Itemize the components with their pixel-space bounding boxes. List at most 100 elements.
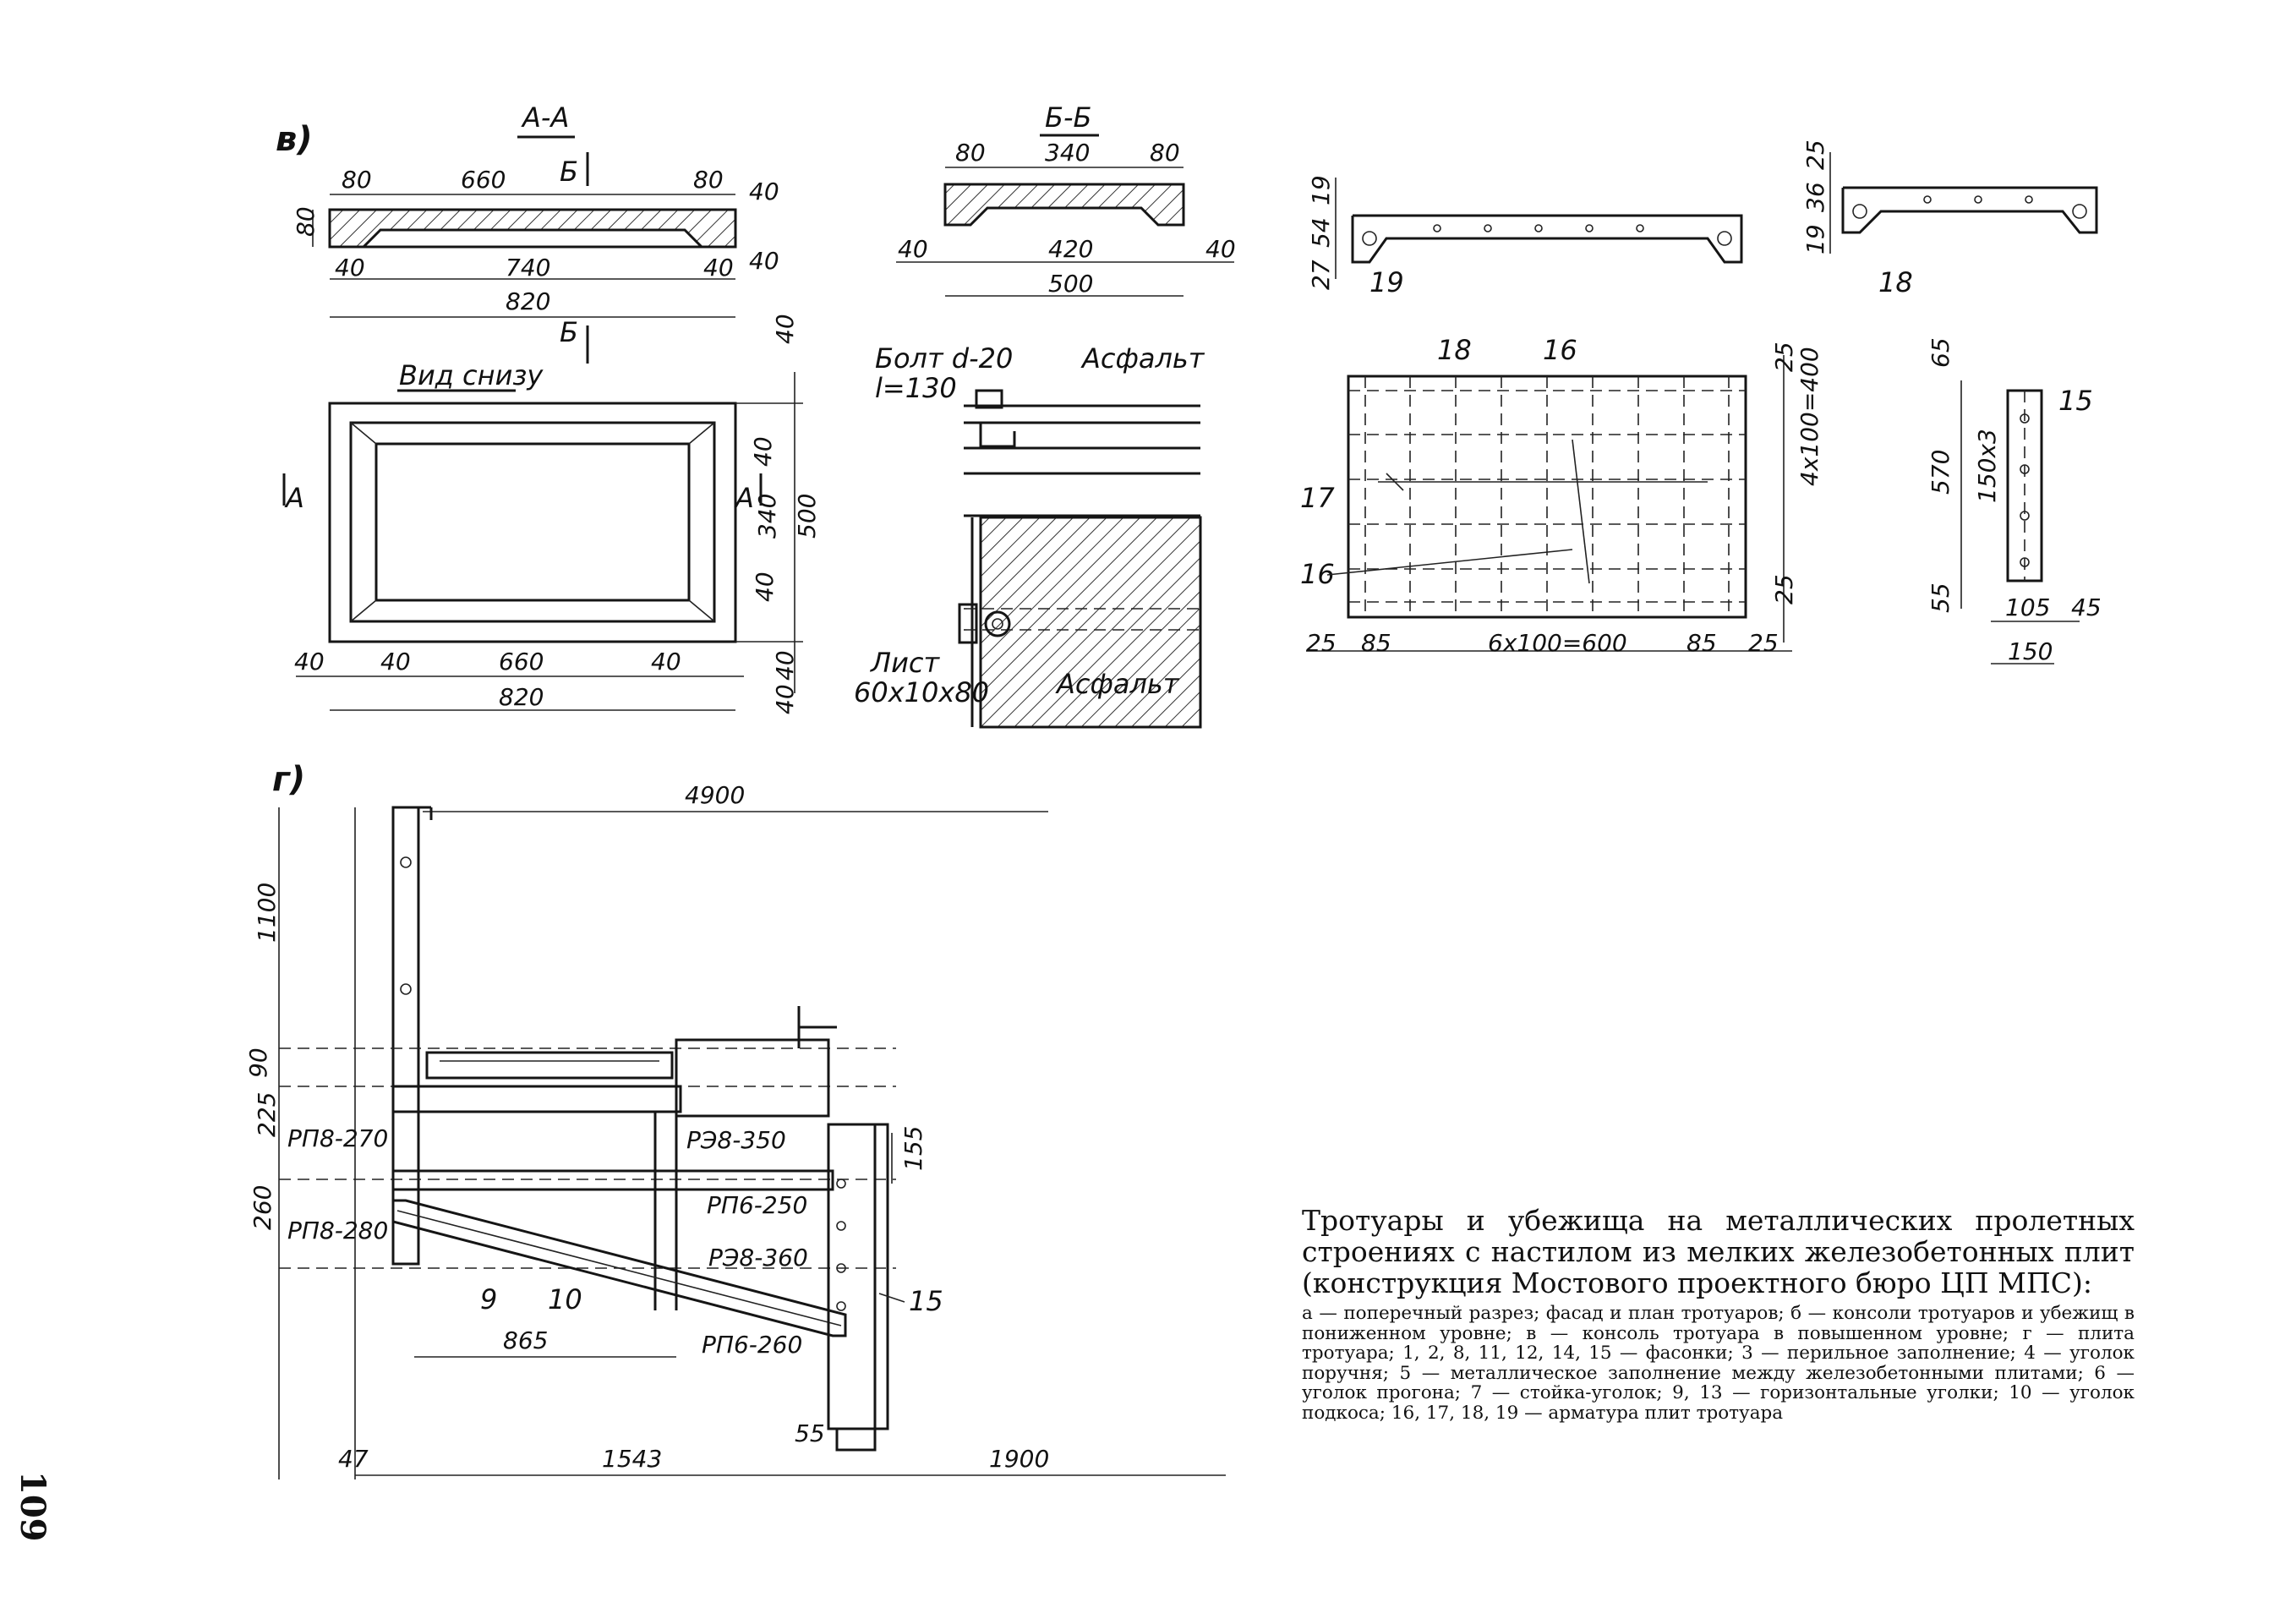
dim-bv-40-b: 40 bbox=[751, 572, 779, 602]
section-b-b-title: Б-Б bbox=[1045, 101, 1091, 134]
bottom-view: Вид снизу 40 40 340 500 40 40 40 А А 40 … bbox=[282, 314, 821, 714]
dim-rs-27: 27 bbox=[1307, 260, 1335, 290]
dim-bb-80-left: 80 bbox=[955, 139, 986, 167]
dim-rs-25: 25 bbox=[1801, 139, 1829, 170]
dim-4900: 4900 bbox=[685, 781, 745, 809]
dim-bb-40-right: 40 bbox=[1205, 235, 1236, 263]
callout-re8-350: РЭ8-350 bbox=[686, 1126, 786, 1154]
section-b-b-slab bbox=[943, 183, 1185, 227]
sheet-size-label: 60x10x80 bbox=[854, 676, 989, 708]
dim-ss-105: 105 bbox=[2005, 593, 2050, 621]
bolt-circle bbox=[984, 610, 1011, 637]
dim-rs-19: 19 bbox=[1801, 224, 1829, 254]
caption-legend: а — поперечный разрез; фасад и план трот… bbox=[1302, 1303, 2135, 1424]
reinforcement-grid: 18 16 17 16 25 4x100=400 25 25 85 6x100=… bbox=[1300, 334, 1823, 657]
dim-bv-40-left-out: 40 bbox=[294, 648, 325, 675]
dim-260: 260 bbox=[249, 1185, 276, 1230]
asphalt-label-bottom: Асфальт bbox=[1055, 668, 1180, 700]
dim-aa-80-left: 80 bbox=[342, 166, 372, 194]
dim-1900: 1900 bbox=[989, 1445, 1049, 1473]
reinforcement-section-left: 19 54 27 19 bbox=[1307, 175, 1743, 298]
dim-aa-40-right: 40 bbox=[703, 254, 734, 282]
slab-section-18 bbox=[1841, 186, 2098, 234]
beam-web bbox=[827, 1123, 877, 1430]
dim-rs-36: 36 bbox=[1801, 182, 1829, 212]
mark-16-top: 16 bbox=[1543, 334, 1577, 366]
dim-bb-420: 420 bbox=[1048, 235, 1093, 263]
dim-bv-340: 340 bbox=[753, 494, 781, 539]
horizontal-angle-mid bbox=[391, 1169, 834, 1191]
dim-grid-25-right: 25 bbox=[1748, 629, 1779, 657]
dim-ss-65: 65 bbox=[1927, 337, 1954, 368]
dim-47: 47 bbox=[338, 1445, 369, 1473]
callout-rp8-270: РП8-270 bbox=[287, 1124, 388, 1152]
dim-grid-25-left: 25 bbox=[1306, 629, 1337, 657]
mark-18-section: 18 bbox=[1878, 266, 1913, 298]
dim-aa-740: 740 bbox=[506, 254, 550, 282]
dim-rs-19-top: 19 bbox=[1307, 175, 1335, 205]
slab-section-19 bbox=[1351, 214, 1743, 264]
dim-ss-45: 45 bbox=[2071, 593, 2102, 621]
dim-bb-340: 340 bbox=[1045, 139, 1090, 167]
view-label-v: в) bbox=[276, 120, 313, 159]
dim-grid-85-left: 85 bbox=[1361, 629, 1391, 657]
mark-10: 10 bbox=[548, 1283, 582, 1315]
asphalt-block bbox=[979, 516, 1202, 729]
callout-rp6-260: РП6-260 bbox=[702, 1331, 802, 1359]
dim-grid-25-bottom: 25 bbox=[1770, 574, 1798, 604]
dim-ss-150: 150 bbox=[2008, 637, 2053, 665]
bottom-view-outline bbox=[328, 402, 737, 643]
dim-rs-54: 54 bbox=[1307, 217, 1335, 248]
dim-bv-40-c: 40 bbox=[771, 650, 799, 681]
dim-bv-40-top: 40 bbox=[771, 314, 799, 344]
asphalt-label-top: Асфальт bbox=[1080, 342, 1205, 375]
cut-mark-b-top: Б bbox=[560, 156, 578, 188]
dim-aa-80-height: 80 bbox=[292, 206, 320, 237]
dim-1543: 1543 bbox=[602, 1445, 662, 1473]
horizontal-angle-top bbox=[391, 1085, 682, 1113]
cantilever-view: г) 4900 1100 90 225 260 bbox=[244, 760, 1226, 1479]
dim-90: 90 bbox=[244, 1047, 272, 1078]
view-label-g: г) bbox=[272, 760, 305, 799]
cut-mark-a-left: А bbox=[284, 482, 304, 514]
mark-9: 9 bbox=[480, 1283, 497, 1315]
bolt-detail: Болт d-20 l=130 Асфальт Лист 60x10x80 Ас… bbox=[854, 342, 1205, 729]
dim-ss-55: 55 bbox=[1927, 582, 1954, 613]
bolt-length-label: l=130 bbox=[875, 372, 957, 404]
dim-bv-820: 820 bbox=[499, 683, 544, 711]
reinforcement-section-right: 25 36 19 18 bbox=[1801, 139, 2098, 298]
bolt-label: Болт d-20 bbox=[875, 342, 1013, 375]
walkway-slab bbox=[425, 1051, 674, 1080]
side-section: 15 65 570 150x3 55 105 45 150 bbox=[1927, 337, 2102, 665]
mark-17: 17 bbox=[1300, 482, 1335, 514]
dim-ss-570: 570 bbox=[1927, 450, 1954, 495]
dim-grid-600: 6x100=600 bbox=[1488, 629, 1627, 657]
dim-bb-80-right: 80 bbox=[1150, 139, 1180, 167]
cut-mark-b-bottom: Б bbox=[560, 316, 578, 348]
dim-ss-150x3: 150x3 bbox=[1973, 429, 2001, 503]
dim-225: 225 bbox=[253, 1092, 281, 1137]
dim-bv-40-d: 40 bbox=[771, 684, 799, 714]
caption-title: Тротуары и убежища на металлических прол… bbox=[1302, 1204, 2135, 1299]
page-number: 109 bbox=[13, 1471, 52, 1542]
dim-bb-500: 500 bbox=[1048, 270, 1093, 298]
dim-865: 865 bbox=[503, 1326, 548, 1354]
walkway-slab-right bbox=[675, 1038, 830, 1118]
dim-grid-25-top: 25 bbox=[1770, 342, 1798, 372]
post-angle bbox=[391, 806, 420, 1266]
section-a-a-slab bbox=[328, 208, 737, 249]
dim-155: 155 bbox=[899, 1126, 927, 1171]
section-b-b: Б-Б 80 340 80 40 40 420 500 bbox=[896, 101, 1236, 298]
sheet-label: Лист bbox=[870, 647, 940, 679]
callout-rp8-280: РП8-280 bbox=[287, 1217, 388, 1244]
dim-aa-40-side-low: 40 bbox=[749, 247, 779, 275]
mark-18-grid: 18 bbox=[1437, 334, 1472, 366]
dim-aa-40-side: 40 bbox=[749, 178, 779, 205]
callout-re8-360: РЭ8-360 bbox=[708, 1244, 808, 1272]
dim-55: 55 bbox=[795, 1419, 825, 1447]
mark-19: 19 bbox=[1369, 266, 1404, 298]
dim-aa-40-left: 40 bbox=[335, 254, 365, 282]
cut-mark-a-right: А bbox=[734, 482, 754, 514]
dim-bv-500: 500 bbox=[793, 494, 821, 539]
